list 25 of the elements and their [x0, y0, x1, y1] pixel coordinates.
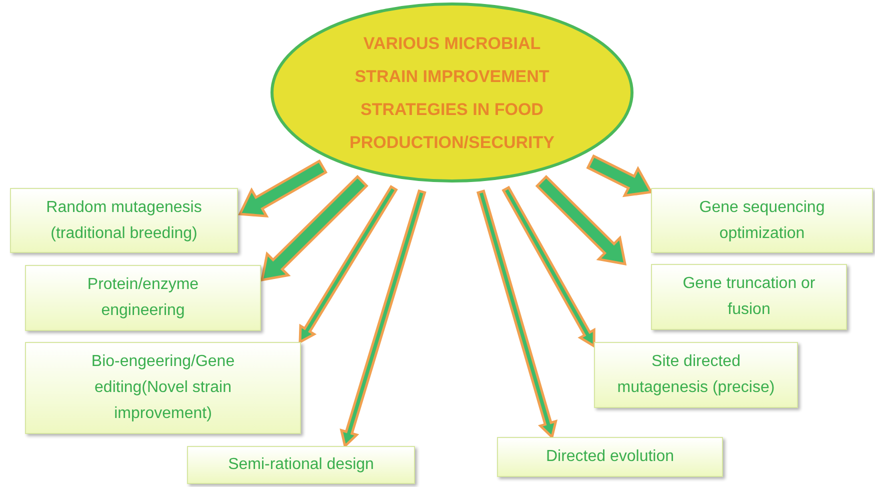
- strategy-label: Protein/enzyme engineering: [86, 275, 200, 321]
- strategy-box: [651, 188, 873, 253]
- strategy-label: Semi-rational design: [228, 455, 374, 475]
- strategy-label: Directed evolution: [546, 447, 674, 467]
- strategy-label: Bio-engeering/Gene editing(Novel strain improvement): [90, 352, 236, 424]
- ellipse-title: VARIOUS MICROBIAL STRAIN IMPROVEMENT STRATEGIES IN FOOD PRODUCTION/SECURITY: [348, 32, 556, 154]
- strategy-label: Site directed mutagenesis (precise): [616, 352, 776, 398]
- strategy-label: Gene sequencing optimization: [698, 198, 826, 244]
- arrow: [502, 186, 596, 348]
- strategy-box: [25, 342, 301, 434]
- strategy-box: [651, 264, 847, 330]
- arrow: [260, 174, 368, 282]
- strategy-box: [497, 437, 723, 477]
- strategy-box: [594, 342, 798, 408]
- strategy-box: [25, 265, 261, 331]
- strategy-box: [10, 188, 238, 253]
- strategy-box: [187, 446, 415, 484]
- arrow: [535, 175, 627, 266]
- arrow: [340, 189, 426, 448]
- arrow: [586, 154, 653, 198]
- arrow: [298, 184, 398, 344]
- arrow: [238, 159, 328, 218]
- strategy-label: Random mutagenesis (traditional breeding): [45, 198, 203, 244]
- arrow: [476, 189, 558, 440]
- strategy-label: Gene truncation or fusion: [682, 274, 816, 320]
